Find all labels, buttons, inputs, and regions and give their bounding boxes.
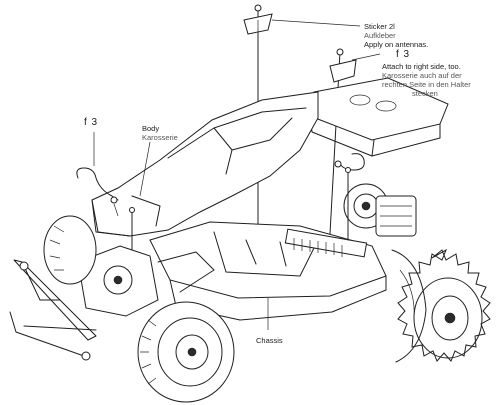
step-right-line2: Karosserie auch auf der xyxy=(382,71,462,80)
motor-gearbox xyxy=(343,183,417,237)
rear-wing xyxy=(309,77,449,157)
rear-wheel-spiked xyxy=(397,248,491,362)
step-right-line1: Attach to right side, too. xyxy=(382,62,461,71)
front-wheel-rear xyxy=(43,215,97,285)
body-shell xyxy=(91,91,319,237)
step-right-line3: rechten Seite in den Halter xyxy=(382,80,471,89)
shock-absorber xyxy=(284,228,368,258)
body-leader xyxy=(139,141,151,197)
step-right-line4: stecken xyxy=(412,89,438,98)
front-suspension xyxy=(77,245,215,317)
body-label: Body xyxy=(142,124,160,133)
front-bumper xyxy=(9,259,97,361)
sticker-english: Apply on antennas. xyxy=(364,40,429,49)
rear-wheel-inner xyxy=(391,249,427,363)
body-label-german: Karosserie xyxy=(142,133,178,142)
f3-right-leader xyxy=(351,53,381,61)
sticker-german: Aufkleber xyxy=(364,31,396,40)
step-code-left: f 3 xyxy=(84,117,99,128)
step-code-right: f 3 xyxy=(396,49,411,60)
sticker-title: Sticker 2l xyxy=(364,22,395,31)
body-clip-left xyxy=(76,167,119,217)
body-posts xyxy=(129,167,351,251)
antenna-flag-right xyxy=(327,48,357,271)
front-wheel-near xyxy=(137,301,235,403)
chassis-label: Chassis xyxy=(256,336,283,345)
sticker-leader xyxy=(271,19,361,27)
